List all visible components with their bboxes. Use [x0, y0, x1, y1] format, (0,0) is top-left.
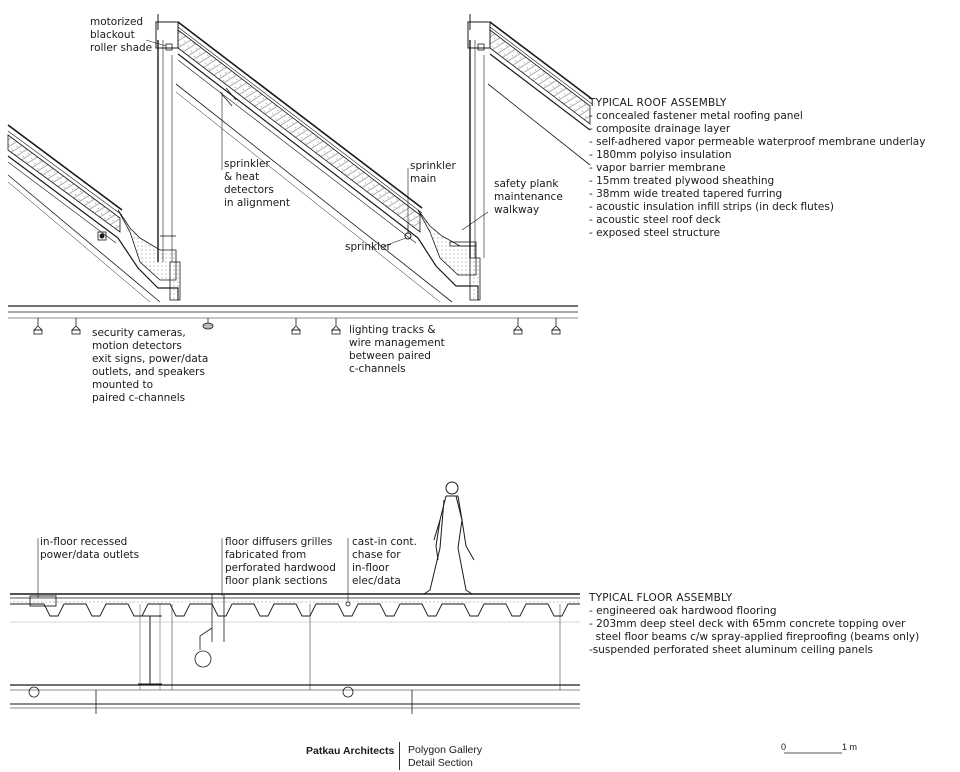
scale-start-label: 0: [781, 742, 787, 752]
label-floor-chase: cast-in cont. chase for in-floor elec/da…: [352, 536, 417, 587]
floor-assembly-item: - engineered oak hardwood flooring: [589, 605, 777, 617]
roof-assembly-item: - composite drainage layer: [589, 123, 731, 135]
floor-section: [10, 481, 580, 714]
roof-assembly-item: - concealed fastener metal roofing panel: [589, 110, 803, 122]
scale-figure: [423, 481, 475, 595]
suspended-ceiling: [10, 601, 580, 714]
clerestory-frame-1: [155, 14, 179, 262]
valley-gutter-2: [404, 209, 481, 301]
roof-assembly-item: - 15mm treated plywood sheathing: [589, 175, 775, 187]
label-safety-plank: safety plank maintenance walkway: [494, 178, 563, 216]
roof-leaders: [145, 39, 489, 247]
floor-assembly-item: -suspended perforated sheet aluminum cei…: [589, 644, 873, 656]
floor-assembly-spec: TYPICAL FLOOR ASSEMBLY - engineered oak …: [589, 592, 919, 657]
label-sprinkler-heat-detectors: sprinkler & heat detectors in alignment: [224, 158, 290, 209]
diffuser-duct: [194, 594, 225, 668]
title-divider: [399, 742, 400, 770]
roof-assembly-item: - exposed steel structure: [589, 227, 721, 239]
roof-assembly-item: - 180mm polyiso insulation: [589, 149, 732, 161]
label-floor-outlets: in-floor recessed power/data outlets: [40, 536, 140, 561]
project-name: Polygon Gallery: [408, 744, 483, 756]
roof-section: [7, 14, 593, 335]
label-lighting-tracks: lighting tracks & wire management betwee…: [349, 324, 445, 375]
valley-gutter-1: [97, 209, 181, 301]
roof-assembly-item: - self-adhered vapor permeable waterproo…: [589, 136, 926, 148]
roof-slope-main-2: [487, 21, 593, 166]
floor-leaders: [37, 538, 349, 602]
floor-outlet-box: [29, 595, 57, 607]
floor-assembly-item: - 203mm deep steel deck with 65mm concre…: [589, 618, 906, 630]
firm-name: Patkau Architects: [306, 745, 395, 757]
roof-assembly-item: - vapor barrier membrane: [589, 162, 726, 174]
label-sprinkler: sprinkler: [345, 241, 391, 253]
label-roller-shade: motorized blackout roller shade: [90, 16, 153, 54]
roof-assembly-item: - acoustic insulation infill strips (in …: [589, 201, 834, 213]
roof-assembly-item: - acoustic steel roof deck: [589, 214, 721, 226]
ceiling-fixtures: [33, 318, 561, 335]
label-security-devices: security cameras, motion detectors exit …: [92, 327, 209, 404]
project-info: Polygon Gallery Detail Section: [408, 744, 482, 770]
steel-beam: [138, 604, 162, 690]
roof-assembly-item: - 38mm wide treated tapered furring: [589, 188, 783, 200]
floor-assembly-item: steel floor beams c/w spray-applied fire…: [589, 631, 920, 643]
steel-deck-profile: [10, 603, 580, 617]
clerestory-frame-2: [467, 14, 491, 258]
label-floor-diffusers: floor diffusers grilles fabricated from …: [225, 536, 336, 587]
roof-assembly-spec: TYPICAL ROOF ASSEMBLY - concealed fasten…: [589, 97, 925, 240]
sheet-name: Detail Section: [408, 757, 473, 769]
floor-assembly-title: TYPICAL FLOOR ASSEMBLY: [589, 592, 733, 604]
roof-slope-left: [7, 124, 161, 303]
label-sprinkler-main: sprinkler main: [410, 160, 456, 185]
roof-assembly-title: TYPICAL ROOF ASSEMBLY: [589, 97, 727, 109]
roof-ceiling-channels: [8, 305, 578, 319]
scale-end-label: 1 m: [842, 742, 858, 752]
